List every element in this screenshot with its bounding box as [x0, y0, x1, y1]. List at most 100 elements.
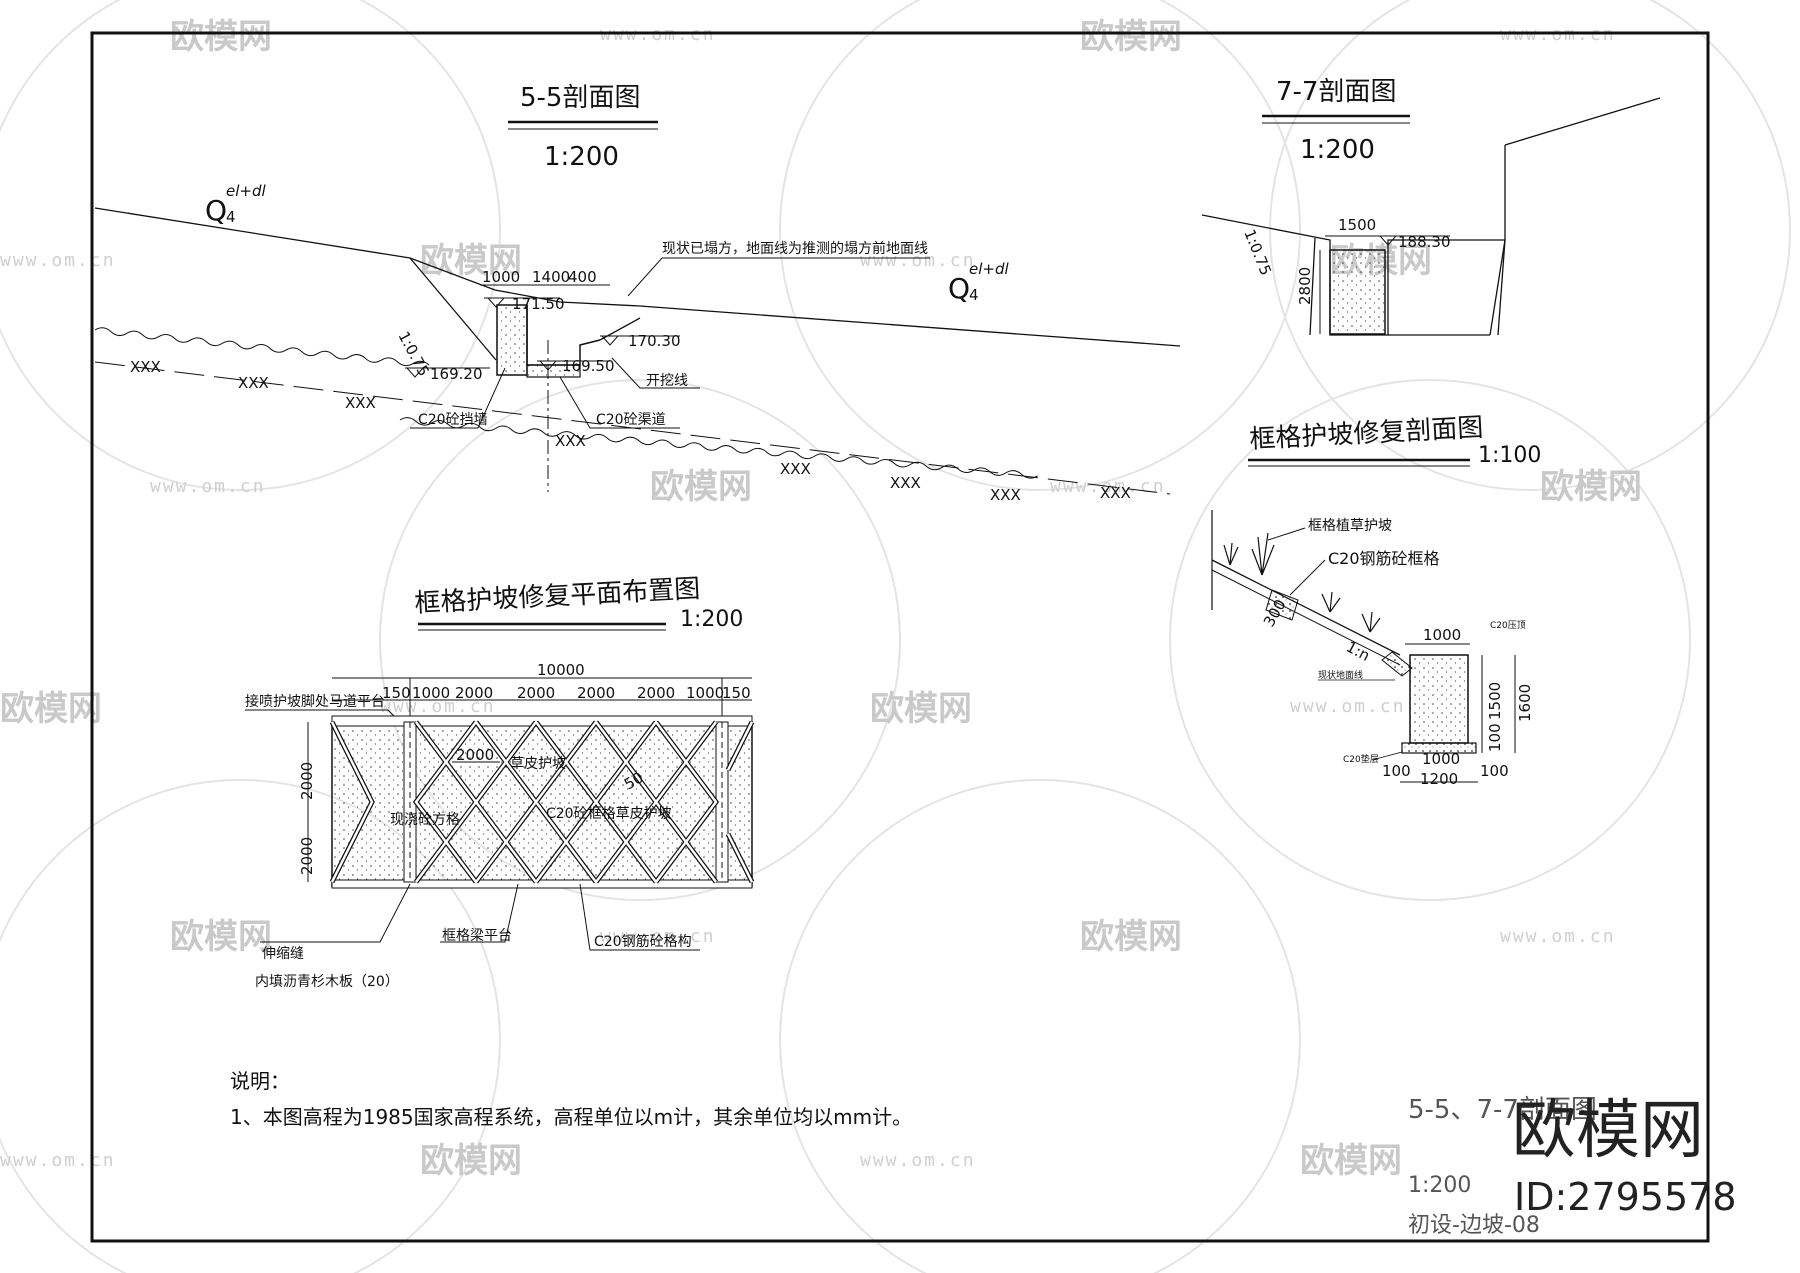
retaining-wall: [496, 304, 528, 376]
dim-2800: 2800: [1296, 267, 1314, 305]
section-5-5-scale: 1:200: [544, 142, 619, 172]
hatch-mark: XXX: [990, 486, 1021, 504]
soil-sup: el+dl: [969, 260, 1009, 278]
dim-bottom-1200: 1200: [1420, 770, 1458, 788]
label-grass: 框格植草护坡: [1308, 518, 1392, 534]
hatch-mark: XXX: [345, 394, 376, 412]
soil-symbol: Q: [948, 272, 970, 305]
drawing-border: [90, 31, 1710, 1243]
dim-top-1: 1000: [412, 684, 450, 702]
soil-sub: 4: [969, 286, 979, 304]
label-drain-channel: C20砼渠道: [596, 412, 666, 428]
frame-plan-body: [331, 721, 753, 887]
soil-symbol: Q: [205, 194, 227, 227]
dim-bottom-1000: 1000: [1422, 750, 1460, 768]
label-top-platform: 接喷护坡脚处马道平台: [245, 693, 385, 710]
label-joint-fill: 内填沥青杉木板（20）: [255, 974, 399, 990]
watermark-brand: 欧模网: [1080, 917, 1182, 957]
label-inner-2000: 2000: [456, 746, 494, 764]
label-excavation-line: 开挖线: [646, 373, 688, 389]
elev-169-50: 169.50: [562, 357, 615, 375]
notes-heading: 说明：: [230, 1069, 290, 1093]
section-7-7: 7-7剖面图 1:200 1500 2800 188.30 1:0.75: [1201, 77, 1661, 336]
watermark-brand: 欧模网: [870, 689, 972, 729]
watermark-brand: 欧模网: [1080, 17, 1182, 57]
label-joint: 伸缩缝: [262, 946, 304, 962]
dim-side-1: 2000: [298, 837, 316, 875]
dim-top-0: 150: [382, 684, 411, 702]
section-7-7-scale: 1:200: [1300, 135, 1375, 165]
watermark-url: www.om.cn: [380, 696, 496, 717]
hatch-mark: XXX: [238, 374, 269, 392]
frame-section-title: 框格护坡修复剖面图: [1249, 413, 1484, 455]
watermark-url: www.om.cn: [600, 926, 716, 947]
logo-id: ID:2795578: [1514, 1175, 1737, 1219]
dim-top-1000: 1000: [1423, 626, 1461, 644]
dim-h-1600: 1600: [1516, 684, 1534, 722]
hatch-mark: XXX: [130, 358, 161, 376]
watermark-url: www.om.cn: [860, 1150, 976, 1171]
label-rebar-frame: C20钢筋砼格构: [594, 933, 692, 950]
watermark-brand: 欧模网: [0, 689, 102, 729]
hatch-mark: XXX: [780, 460, 811, 478]
frame-section-scale: 1:100: [1478, 443, 1541, 468]
logo-text: 欧模网: [1512, 1094, 1704, 1168]
frame-plan-title: 框格护坡修复平面布置图: [414, 574, 701, 619]
brand-logo: 欧模网 ID:2795578: [1512, 1094, 1737, 1219]
watermark-brand: 欧模网: [170, 917, 272, 957]
watermark-brand: 欧模网: [170, 17, 272, 57]
dim-side-0: 2000: [298, 762, 316, 800]
dim-top-5: 2000: [637, 684, 675, 702]
hatch-mark: XXX: [890, 474, 921, 492]
elev-169-20: 169.20: [430, 365, 483, 383]
dim-top-6: 1000: [686, 684, 724, 702]
label-cap: C20压顶: [1490, 620, 1526, 631]
hatch-mark: XXX: [1100, 484, 1131, 502]
watermark-url: www.om.cn: [0, 250, 116, 271]
frame-section: 框格护坡修复剖面图 1:100 框格植草护坡 C20钢筋砼框格 1:n 300 …: [1211, 413, 1541, 788]
watermark-url: www.om.cn: [860, 250, 976, 271]
dim-left-100: 100: [1382, 762, 1411, 780]
drawing-name: 5-5、7-7剖面图: [1408, 1095, 1597, 1125]
watermark-url: www.om.cn: [150, 476, 266, 497]
soil-sup: el+dl: [226, 182, 266, 200]
watermark-text: 欧模网 欧模网 www.om.cn www.om.cn 欧模网 欧模网 www.…: [0, 17, 1642, 1181]
dim-1000: 1000: [482, 268, 520, 286]
dim-top-3: 2000: [517, 684, 555, 702]
grass-icon: [1223, 532, 1381, 633]
label-frame-turf: C20砼框格草皮护坡: [546, 806, 672, 822]
frame-plan-scale: 1:200: [680, 607, 743, 632]
frame-plan: 框格护坡修复平面布置图 1:200 10000 150 1000 2000 20…: [245, 574, 755, 990]
section-7-7-title: 7-7剖面图: [1276, 77, 1396, 107]
drawing-no: 初设-边坡-08: [1408, 1213, 1540, 1238]
label-cushion: C20垫层: [1343, 753, 1379, 765]
label-rebar-frame: C20钢筋砼框格: [1328, 549, 1440, 568]
watermark-brand: 欧模网: [1300, 1141, 1402, 1181]
label-retaining-wall: C20砼挡墙: [418, 412, 488, 428]
watermark-url: www.om.cn: [1500, 926, 1616, 947]
dim-top-2: 2000: [455, 684, 493, 702]
watermark-brand: 欧模网: [420, 1141, 522, 1181]
soil-sub: 4: [226, 208, 236, 226]
hatch-mark: XXX: [555, 432, 586, 450]
watermark-brand: 欧模网: [650, 467, 752, 507]
elev-188-30: 188.30: [1398, 233, 1451, 251]
label-ground: 现状地面线: [1318, 669, 1363, 681]
section-5-5-title: 5-5剖面图: [520, 83, 640, 113]
dim-h-1500: 1500: [1486, 682, 1504, 720]
dim-top-7: 150: [722, 684, 751, 702]
slope-ratio: 1:0.75: [394, 328, 432, 379]
ground-line: [94, 207, 1181, 347]
label-platform: 框格梁平台: [442, 928, 512, 944]
watermark-url: www.om.cn: [1290, 696, 1406, 717]
dim-1500: 1500: [1338, 216, 1376, 234]
frame-footing: [1409, 654, 1469, 744]
section-5-5: 5-5剖面图 1:200 Q el+dl 4 Q el+dl 4 XXX XXX…: [94, 83, 1181, 504]
watermark-url: www.om.cn: [0, 1150, 116, 1171]
dim-400: 400: [568, 268, 597, 286]
watermark-brand: 欧模网: [420, 241, 522, 281]
notes: 说明： 1、本图高程为1985国家高程系统，高程单位以m计，其余单位均以mm计。: [230, 1069, 912, 1129]
elev-170-30: 170.30: [628, 332, 681, 350]
label-existing-collapse: 现状已塌方，地面线为推测的塌方前地面线: [662, 240, 928, 257]
dim-top-4: 2000: [577, 684, 615, 702]
